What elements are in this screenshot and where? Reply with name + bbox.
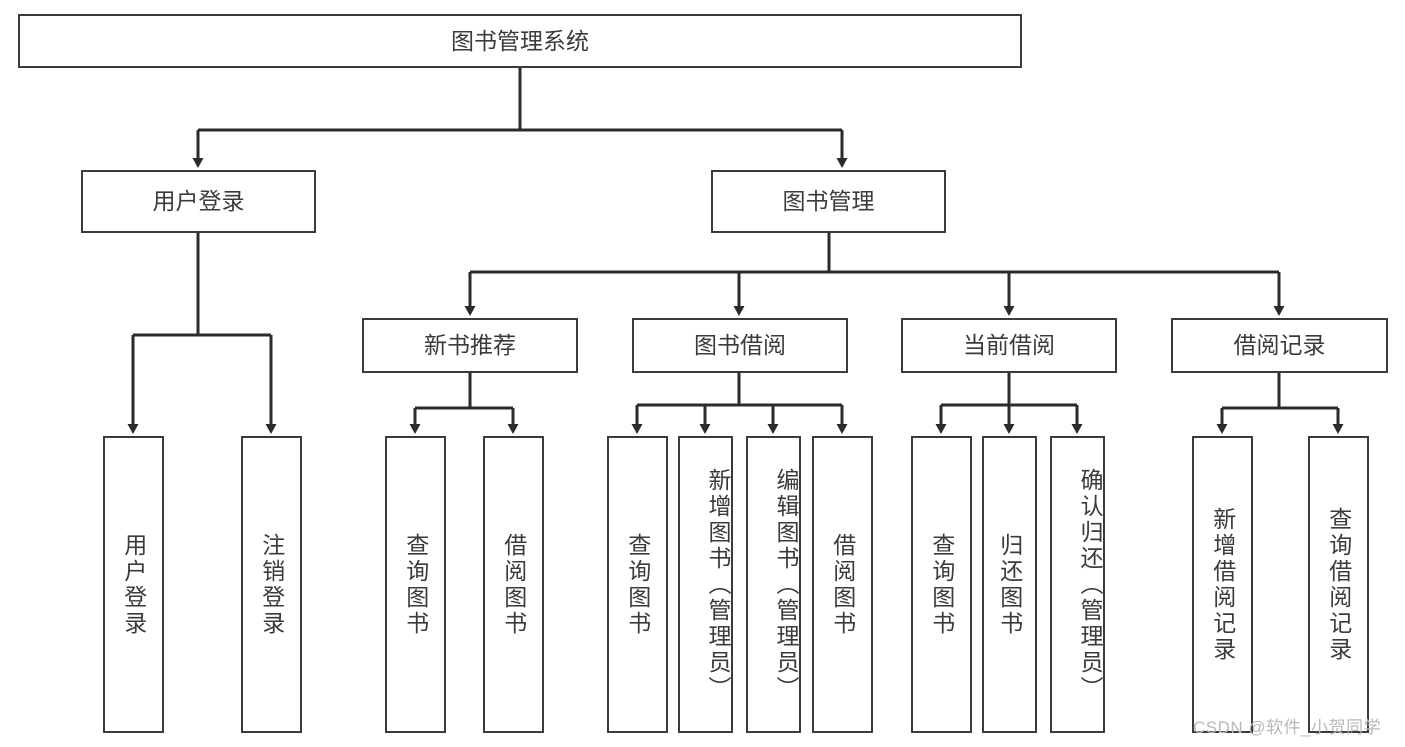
leaf-query-book-borrow-label: 查询图书 [624, 532, 651, 637]
node-book-management-label: 图书管理 [782, 188, 875, 215]
leaf-edit-book-admin-label: 编辑图书（管理员） [773, 467, 799, 702]
leaf-query-book-current[interactable]: 查询图书 [911, 436, 972, 733]
node-root-label: 图书管理系统 [451, 27, 589, 54]
node-root[interactable]: 图书管理系统 [18, 14, 1022, 68]
node-user-login[interactable]: 用户登录 [81, 170, 316, 233]
leaf-user-login-label: 用户登录 [120, 532, 147, 637]
leaf-return-book[interactable]: 归还图书 [982, 436, 1037, 733]
leaf-borrow-book-recommend-label: 借阅图书 [500, 532, 527, 637]
node-current-borrow-label: 当前借阅 [963, 332, 1055, 359]
leaf-query-book-recommend-label: 查询图书 [402, 532, 429, 637]
leaf-return-book-label: 归还图书 [996, 532, 1023, 637]
leaf-logout-label: 注销登录 [258, 532, 285, 637]
leaf-confirm-return-admin[interactable]: 确认归还（管理员） [1050, 436, 1105, 733]
leaf-add-book-admin-label: 新增图书（管理员） [705, 467, 731, 702]
leaf-query-borrow-record[interactable]: 查询借阅记录 [1308, 436, 1369, 733]
node-book-borrow-label: 图书借阅 [694, 332, 786, 359]
leaf-query-book-borrow[interactable]: 查询图书 [607, 436, 668, 733]
node-new-book-recommend[interactable]: 新书推荐 [362, 318, 578, 373]
leaf-borrow-book-recommend[interactable]: 借阅图书 [483, 436, 544, 733]
leaf-logout[interactable]: 注销登录 [241, 436, 302, 733]
leaf-borrow-book[interactable]: 借阅图书 [812, 436, 873, 733]
leaf-add-borrow-record[interactable]: 新增借阅记录 [1192, 436, 1253, 733]
leaf-query-book-recommend[interactable]: 查询图书 [385, 436, 446, 733]
leaf-query-book-current-label: 查询图书 [928, 532, 955, 637]
leaf-user-login[interactable]: 用户登录 [103, 436, 164, 733]
node-book-management[interactable]: 图书管理 [711, 170, 946, 233]
node-new-book-recommend-label: 新书推荐 [424, 332, 516, 359]
watermark: CSDN @软件_小贺同学 [1193, 718, 1382, 737]
leaf-confirm-return-admin-label: 确认归还（管理员） [1077, 467, 1103, 702]
node-current-borrow[interactable]: 当前借阅 [901, 318, 1117, 373]
node-user-login-label: 用户登录 [152, 188, 245, 215]
leaf-edit-book-admin[interactable]: 编辑图书（管理员） [746, 436, 801, 733]
node-borrow-records-label: 借阅记录 [1233, 332, 1326, 359]
leaf-add-book-admin[interactable]: 新增图书（管理员） [678, 436, 733, 733]
leaf-query-borrow-record-label: 查询借阅记录 [1325, 506, 1352, 663]
node-borrow-records[interactable]: 借阅记录 [1171, 318, 1388, 373]
leaf-add-borrow-record-label: 新增借阅记录 [1209, 506, 1236, 663]
node-book-borrow[interactable]: 图书借阅 [632, 318, 848, 373]
leaf-borrow-book-label: 借阅图书 [829, 532, 856, 637]
